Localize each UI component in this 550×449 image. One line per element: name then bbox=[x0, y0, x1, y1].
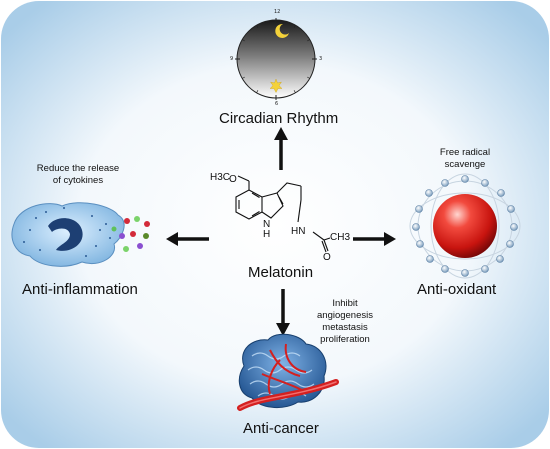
cytokine-dots bbox=[111, 216, 150, 252]
atom-o-methoxy: O bbox=[229, 174, 237, 185]
atom-hn-amide: HN bbox=[291, 226, 306, 237]
sun-icon bbox=[269, 78, 283, 93]
tumor-icon bbox=[237, 333, 339, 411]
free-radical-icon bbox=[409, 173, 521, 279]
melatonin-structure bbox=[235, 175, 331, 253]
blood-vessel bbox=[261, 343, 307, 395]
cytokines-annotation: Reduce the release of cytokines bbox=[36, 163, 120, 186]
arrows bbox=[175, 138, 385, 324]
cancer-inhibit-annotation: Inhibit angiogenesis metastasis prolifer… bbox=[317, 298, 373, 345]
clock-tick-9: 9 bbox=[230, 56, 234, 62]
free-radical-annotation: Free radical scavenge bbox=[439, 147, 491, 170]
anti-oxidant-label: Anti-oxidant bbox=[417, 281, 497, 298]
atom-ch3: CH3 bbox=[330, 232, 351, 243]
anti-inflammation-label: Anti-inflammation bbox=[22, 281, 138, 298]
atom-h3c: H3C bbox=[210, 172, 231, 183]
clock-tick-12: 12 bbox=[274, 9, 281, 15]
atom-o-carbonyl: O bbox=[323, 252, 331, 263]
clock-tick-6: 6 bbox=[275, 101, 279, 107]
electron-dots bbox=[412, 175, 518, 277]
circadian-rhythm-label: Circadian Rhythm bbox=[219, 110, 339, 127]
clock-tick-3: 3 bbox=[319, 56, 323, 62]
melatonin-label: Melatonin bbox=[248, 264, 314, 281]
clock-icon bbox=[235, 18, 317, 100]
macrophage-icon bbox=[11, 202, 150, 267]
crescent-moon-icon bbox=[275, 23, 289, 38]
anti-cancer-label: Anti-cancer bbox=[243, 420, 319, 437]
